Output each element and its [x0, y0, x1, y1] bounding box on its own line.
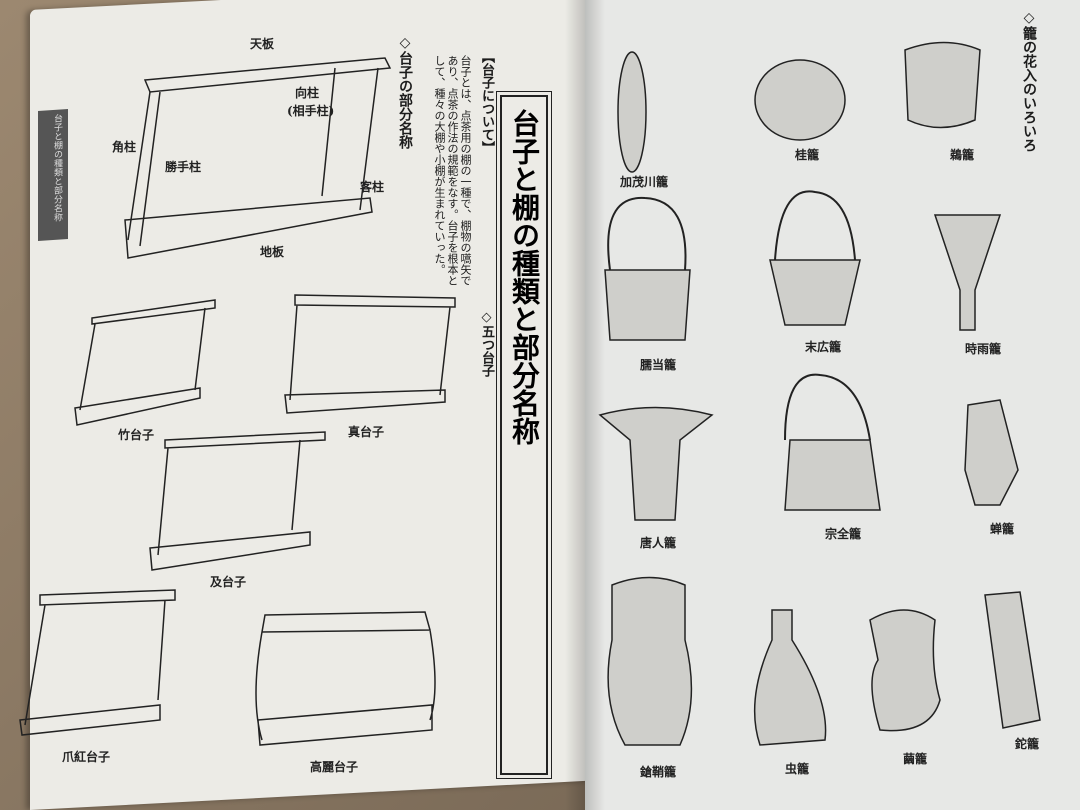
about-text: 台子とは、点茶用の棚の一種で、棚物の嚆矢であり、点茶の作法の規範をなす。台子を根…	[433, 55, 472, 286]
basket-label: 末広籠	[805, 340, 842, 354]
basket-label: 繭籠	[903, 752, 928, 766]
tsumabeni-daisu	[19, 589, 176, 736]
basket-label: 鉈籠	[1015, 737, 1040, 751]
parts-heading: ◇台子の部分名称	[397, 35, 413, 149]
u-basket	[904, 41, 981, 129]
kyu-daisu	[149, 431, 326, 571]
semi-basket	[964, 399, 1019, 506]
shigure-basket	[933, 214, 1002, 331]
basket-label: 加茂川籠	[620, 175, 669, 189]
part-label-tenita: 天板	[250, 37, 275, 51]
katsura-basket	[754, 59, 846, 141]
basket-label: 臑当籠	[640, 358, 677, 372]
nata-basket	[984, 591, 1041, 729]
part-label-aitebashira: (相手柱)	[287, 104, 335, 118]
part-label-kyakubashira: 客柱	[360, 180, 385, 194]
part-label-sumibashira: 角柱	[112, 140, 137, 154]
basket-label: 虫籠	[785, 762, 810, 776]
suneate-basket	[604, 269, 691, 341]
suehiro-basket	[769, 259, 861, 326]
basket-label: 桂籠	[795, 148, 820, 162]
basket-label: 鵜籠	[950, 148, 975, 162]
page-title: 台子と棚の種類と部分名称	[496, 91, 552, 779]
basket-label: 鎗鞘籠	[640, 765, 677, 779]
yarinosaya-basket	[607, 576, 693, 746]
part-label-katte-bashira: 勝手柱	[165, 160, 202, 174]
about-heading: 【台子について】	[479, 50, 494, 154]
daisu-label: 真台子	[348, 425, 385, 439]
mushi-basket	[753, 609, 827, 746]
daisu-label: 高麗台子	[310, 760, 359, 774]
five-daisu-heading: ◇五つ台子	[479, 310, 494, 377]
kamogawa-basket	[617, 51, 647, 173]
basket-label: 時雨籠	[965, 342, 1002, 356]
part-label-jiita: 地板	[260, 245, 285, 259]
korai-daisu	[255, 611, 436, 746]
daisu-diagram	[124, 57, 392, 259]
daisu-label: 及台子	[210, 575, 247, 589]
mayu-basket	[869, 609, 941, 732]
basket-label: 唐人籠	[640, 536, 677, 550]
part-label-mukoubashira: 向柱	[295, 86, 320, 100]
shin-daisu	[284, 294, 456, 414]
basket-label: 蝉籠	[990, 522, 1015, 536]
take-daisu	[74, 299, 216, 426]
daisu-illustrations	[19, 57, 456, 746]
daisu-label: 爪紅台子	[62, 750, 111, 764]
tojin-basket	[598, 406, 714, 521]
daisu-label: 竹台子	[118, 428, 155, 442]
page-title-text: 台子と棚の種類と部分名称	[508, 109, 541, 445]
basket-heading: ◇籠の花入のいろいろ	[1021, 10, 1037, 152]
sozen-basket	[784, 439, 881, 511]
book-gutter	[565, 0, 605, 810]
basket-label: 宗全籠	[825, 527, 862, 541]
